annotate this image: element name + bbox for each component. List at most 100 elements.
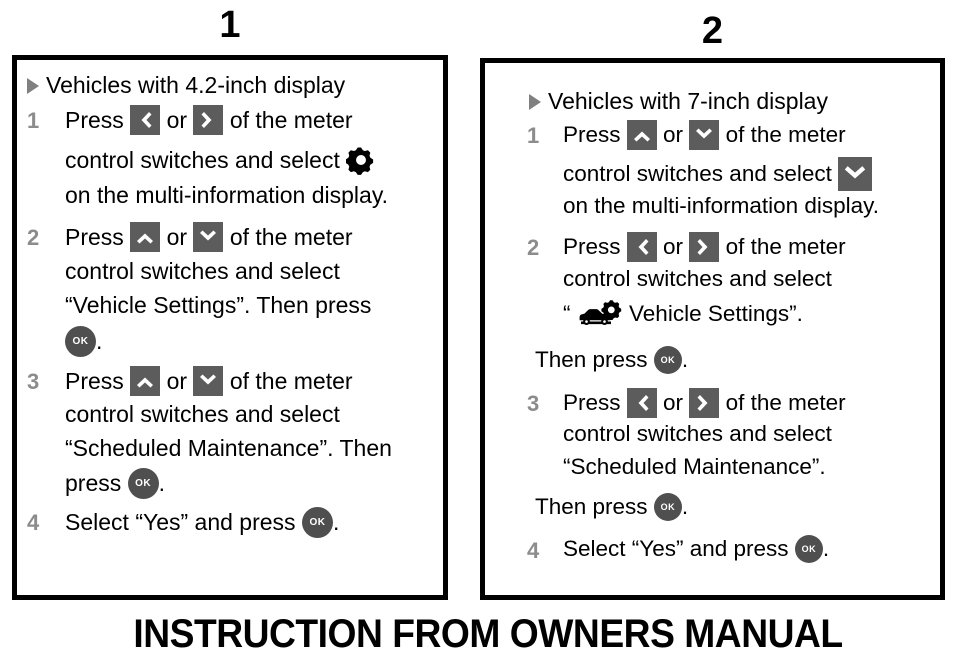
step-text-tail: of the meter	[725, 390, 846, 415]
panel-1-step-2-number: 2	[27, 225, 40, 250]
step-conjunction: or	[166, 367, 188, 394]
panel-2-step-1-line-1: Press or of the meter	[563, 120, 846, 150]
step-text-tail: .	[96, 328, 103, 354]
triangle-bullet-icon	[529, 93, 541, 110]
panel-1-step-2-line-3: “Vehicle Settings”. Then press	[65, 292, 371, 319]
chevron-right-icon[interactable]	[689, 232, 720, 262]
triangle-bullet-icon	[27, 77, 39, 94]
panel-2-step-3-line-2: control switches and select	[563, 421, 832, 447]
step-text: Press	[563, 122, 621, 147]
panel-2-heading: Vehicles with 7-inch display	[529, 88, 828, 115]
step-text: Press	[65, 367, 124, 394]
step-text: control switches and select	[563, 161, 832, 186]
panel-2-heading-label: Vehicles with 7-inch display	[548, 88, 828, 114]
panel-1-step-4-line-1: Select “Yes” and press OK .	[65, 507, 339, 538]
step-text: “Scheduled Maintenance”. Then	[65, 435, 392, 461]
step-text-tail: of the meter	[229, 106, 353, 133]
chevron-down-icon[interactable]	[689, 120, 720, 150]
panel-2-step-1-line-3: on the multi-information display.	[563, 193, 879, 219]
step-text: on the multi-information display.	[65, 182, 388, 208]
step-text: on the multi-information display.	[563, 193, 879, 218]
chevron-down-icon[interactable]	[193, 366, 224, 396]
chevron-left-icon[interactable]	[626, 232, 657, 262]
step-conjunction: or	[663, 234, 684, 259]
panel-1-number: 1	[219, 4, 241, 46]
panel-2-step-2-line-2: control switches and select	[563, 266, 832, 292]
ok-button[interactable]: OK	[794, 535, 823, 563]
panel-1-step-3-line-1: Press or of the meter	[65, 366, 353, 396]
panel-2-step-4-line-1: Select “Yes” and press OK .	[563, 535, 829, 563]
panel-1-step-1-line-3: on the multi-information display.	[65, 182, 388, 209]
step-text: Press	[65, 106, 124, 133]
ok-button[interactable]: OK	[653, 346, 682, 374]
chevron-left-icon[interactable]	[626, 388, 657, 418]
panel-1-step-2-line-2: control switches and select	[65, 258, 340, 285]
chevron-left-icon[interactable]	[130, 105, 161, 135]
panel-2-step-2-line-3: “ Vehicle Settings”.	[563, 299, 803, 329]
ok-button[interactable]: OK	[127, 468, 159, 499]
step-text-tail: .	[822, 536, 830, 561]
panel-1-step-4-number: 4	[27, 510, 40, 535]
step-conjunction: or	[166, 223, 188, 250]
gear-icon	[346, 145, 376, 175]
chevron-down-icon[interactable]	[193, 222, 224, 252]
panel-1-heading: Vehicles with 4.2-inch display	[27, 72, 345, 99]
panel-1-step-2-line-4: OK .	[65, 326, 102, 357]
step-text: Then press	[535, 494, 648, 519]
step-conjunction: or	[166, 106, 188, 133]
chevron-down-icon[interactable]	[838, 157, 873, 191]
step-text-tail: .	[681, 347, 689, 372]
panel-1-step-3-line-4: press OK .	[65, 468, 165, 499]
step-text-tail: of the meter	[229, 223, 353, 250]
step-text: Then press	[535, 347, 648, 372]
panel-2-then-press-2: Then press OK .	[535, 493, 688, 521]
step-text: control switches and select	[65, 146, 340, 173]
step-text-tail: .	[332, 509, 340, 535]
panel-2-step-2-number: 2	[527, 235, 540, 260]
instruction-panel-1: Vehicles with 4.2-inch display 1 Press o…	[12, 55, 448, 600]
step-text: control switches and select	[65, 401, 340, 427]
instruction-panel-2: Vehicles with 7-inch display 1 Press or …	[480, 58, 945, 600]
car-settings-icon	[577, 299, 623, 329]
step-text: Press	[563, 234, 621, 259]
step-text-tail: .	[681, 494, 689, 519]
panel-2-step-2-line-1: Press or of the meter	[563, 232, 846, 262]
chevron-up-icon[interactable]	[130, 222, 161, 252]
panel-1-step-1-line-2: control switches and select	[65, 145, 376, 175]
panel-1-step-1-line-1: Press or of the meter	[65, 105, 353, 135]
ok-button[interactable]: OK	[65, 326, 96, 357]
chevron-up-icon[interactable]	[626, 120, 657, 150]
step-text: control switches and select	[65, 258, 340, 284]
chevron-right-icon[interactable]	[193, 105, 224, 135]
step-text-tail: of the meter	[725, 234, 846, 259]
step-quote-open: “	[563, 301, 571, 326]
step-text: “Vehicle Settings”. Then press	[65, 292, 372, 318]
panel-1-heading-label: Vehicles with 4.2-inch display	[46, 72, 346, 98]
panel-1-step-3-number: 3	[27, 369, 40, 394]
chevron-up-icon[interactable]	[130, 366, 161, 396]
step-text: Press	[65, 223, 124, 250]
step-conjunction: or	[663, 390, 684, 415]
panel-1-step-1-number: 1	[27, 108, 40, 133]
panel-1-step-3-line-2: control switches and select	[65, 401, 340, 428]
ok-button[interactable]: OK	[653, 493, 682, 521]
step-text: “Scheduled Maintenance”.	[563, 454, 826, 479]
footer-caption: INSTRUCTION FROM OWNERS MANUAL	[133, 612, 843, 656]
step-conjunction: or	[663, 122, 684, 147]
panel-2-step-3-line-1: Press or of the meter	[563, 388, 846, 418]
step-text: Select “Yes” and press	[65, 509, 296, 535]
panel-2-step-4-number: 4	[527, 538, 540, 563]
step-text-tail: of the meter	[229, 367, 353, 394]
step-text-tail: .	[158, 470, 166, 496]
panel-1-step-3-line-3: “Scheduled Maintenance”. Then	[65, 435, 392, 462]
chevron-right-icon[interactable]	[689, 388, 720, 418]
panel-2-then-press-1: Then press OK .	[535, 346, 688, 374]
step-text: control switches and select	[563, 421, 832, 446]
panel-2-step-3-line-3: “Scheduled Maintenance”.	[563, 454, 826, 480]
ok-button[interactable]: OK	[301, 507, 333, 538]
panel-2-number: 2	[701, 10, 724, 52]
panel-2-step-3-number: 3	[527, 391, 540, 416]
panel-2-step-1-number: 1	[527, 123, 540, 148]
panel-2-step-1-line-2: control switches and select	[563, 157, 873, 191]
step-text: Select “Yes” and press	[563, 536, 789, 561]
